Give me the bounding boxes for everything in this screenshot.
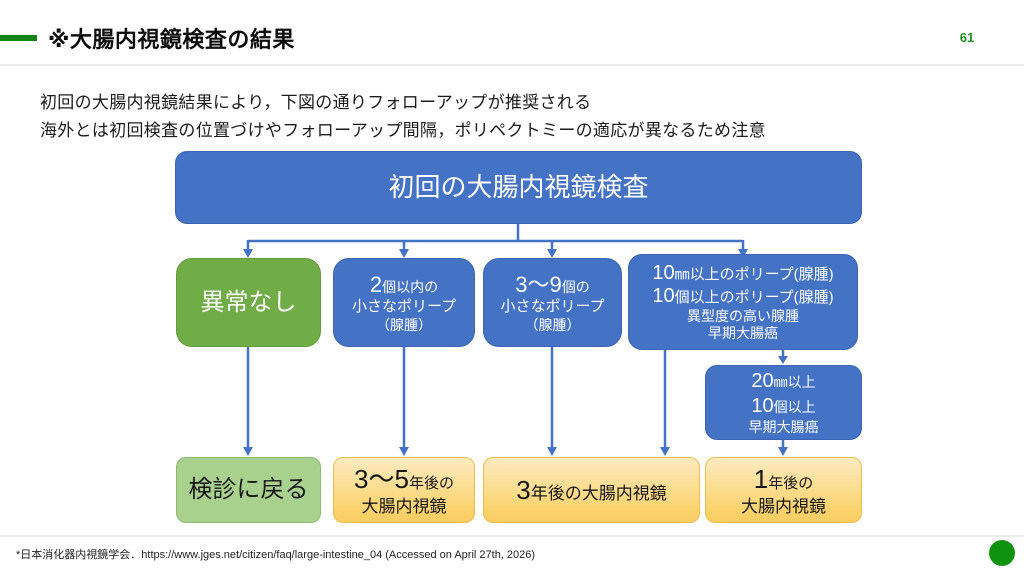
sub-box-row3: 早期大腸癌 [748,419,819,436]
branch-large-row4: 早期大腸癌 [708,325,778,341]
branch-large-row1-num: 10 [652,262,675,285]
branch-normal-label: 異常なし [200,288,297,316]
branch-3-9-polyps-box: 3～9 個の 小さなポリープ （腺腫） [483,258,622,347]
branch-3-9-polyps-count: 3～9 [515,271,562,297]
page-title: ※大腸内視鏡検査の結果 [48,27,295,52]
title-accent-bar [0,35,37,41]
branch-3-9-polyps-count-suffix: 個の [561,278,590,295]
root-box-label: 初回の大腸内視鏡検査 [388,172,649,203]
result-1y-line2: 大腸内視鏡 [741,496,826,516]
footer-logo-circle [989,540,1015,566]
branch-large-row2-text: 個以上のポリープ(腺腫) [674,289,834,307]
branch-2-polyps-line2: 小さなポリープ [351,298,457,316]
branch-2-polyps-count-suffix: 個以内の [382,278,439,295]
sub-large-lesion-box: 20 ㎜以上 10 個以上 早期大腸癌 [705,365,862,440]
branch-large-row3: 異型度の高い腺腫 [687,308,799,325]
result-3-5y-line2: 大腸内視鏡 [361,496,447,516]
branch-3-9-polyps-line2: 小さなポリープ [500,298,605,316]
sub-box-row1-num: 20 [751,370,774,393]
sub-box-row1-text: ㎜以上 [773,374,816,391]
branch-3-9-polyps-line3: （腺腫） [524,316,581,333]
branch-2-polyps-box: 2 個以内の 小さなポリープ （腺腫） [333,258,475,347]
intro-line-1: 初回の大腸内視鏡結果により，下図の通りフォローアップが推奨される [40,93,592,112]
result-3y-num: 3 [516,474,531,505]
intro-line-2: 海外とは初回検査の位置づけやフォローアップ間隔，ポリペクトミーの適応が異なるため… [40,121,766,140]
result-return-to-screening-box: 検診に戻る [176,457,321,523]
header-divider [0,64,1024,66]
result-1-year-box: 1 年後の 大腸内視鏡 [705,457,862,523]
footer-divider [0,535,1024,537]
result-1y-num: 1 [753,464,769,495]
branch-large-row1-text: ㎜以上のポリープ(腺腫) [674,266,834,284]
result-3-5-years-box: 3～5 年後の 大腸内視鏡 [333,457,475,523]
branch-2-polyps-line3: （腺腫） [376,316,432,333]
branch-large-row2-num: 10 [652,285,675,308]
branch-2-polyps-count: 2 [369,271,383,297]
root-box-initial-colonoscopy: 初回の大腸内視鏡検査 [175,151,862,224]
page-number: 61 [959,30,975,45]
citation-text: *日本消化器内視鏡学会．https://www.jges.net/citizen… [16,549,536,561]
result-3y-suffix: 年後の大腸内視鏡 [530,483,667,503]
result-3-years-box: 3 年後の大腸内視鏡 [483,457,700,523]
branch-normal-box: 異常なし [176,258,321,347]
sub-box-row2-text: 個以上 [773,399,816,416]
result-return-label: 検診に戻る [188,476,309,503]
branch-large-polyps-box: 10 ㎜以上のポリープ(腺腫) 10 個以上のポリープ(腺腫) 異型度の高い腺腫… [628,254,858,350]
result-3-5y-num: 3～5 [354,464,409,495]
sub-box-row2-num: 10 [751,395,774,418]
result-3-5y-suffix: 年後の [408,475,454,493]
result-1y-suffix: 年後の [768,475,814,493]
